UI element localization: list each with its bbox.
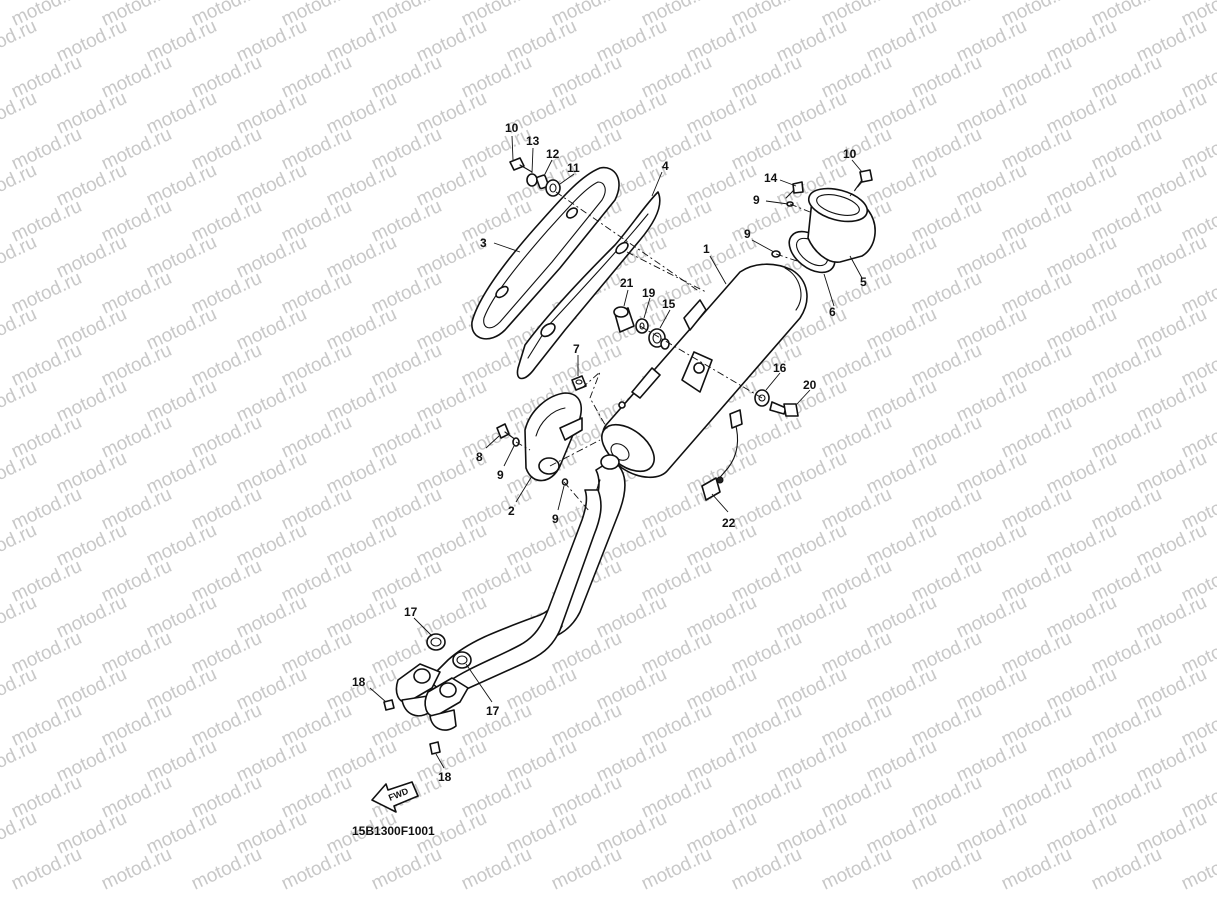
- diagram-code: 15B1300F1001: [352, 824, 435, 838]
- watermark-text: motod.ru: [0, 808, 40, 859]
- watermark-text: motod.ru: [0, 160, 40, 211]
- leader-lines: [369, 135, 863, 769]
- watermark-text: motod.ru: [0, 448, 40, 499]
- washer-9-lower: [561, 478, 569, 486]
- callout-9d: 9: [552, 512, 559, 526]
- watermark-text: motod.ru: [1178, 844, 1217, 895]
- callout-11: 11: [567, 161, 580, 175]
- fwd-arrow: FWD: [371, 781, 419, 813]
- sensor-22: [701, 409, 743, 501]
- callout-20: 20: [803, 378, 817, 392]
- watermark-text: motod.ru: [0, 304, 40, 355]
- callout-18a: 18: [352, 675, 366, 689]
- collar-21: [613, 306, 635, 333]
- bolt-10-upper-right: [854, 169, 873, 191]
- callout-8: 8: [476, 450, 483, 464]
- callout-12: 12: [546, 147, 560, 161]
- watermark-text: motod.ru: [728, 844, 805, 895]
- callout-17a: 17: [404, 605, 418, 619]
- watermark-text: motod.ru: [1088, 844, 1165, 895]
- nut-7: [571, 375, 587, 391]
- watermark-text: motod.ru: [458, 844, 535, 895]
- callout-22: 22: [722, 516, 736, 530]
- callout-4: 4: [662, 159, 669, 173]
- watermark-text: motod.ru: [0, 16, 40, 67]
- watermark-text: motod.ru: [0, 664, 40, 715]
- assembly-lines: [515, 181, 863, 513]
- callout-5: 5: [860, 275, 867, 289]
- gasket-17-left: [426, 633, 446, 651]
- collar-12: [535, 174, 549, 190]
- watermark-text: motod.ru: [98, 844, 175, 895]
- bolt-10-upper-left: [509, 157, 533, 173]
- part-5-tail-cap: [807, 187, 876, 263]
- watermark-text: motod.ru: [548, 844, 625, 895]
- bolt-20: [769, 401, 799, 417]
- parts-artwork: FWD: [371, 157, 876, 813]
- callout-9b: 9: [744, 227, 751, 241]
- callout-labels: 10 13 12 11 4 3 1 10 14 9 9 5 6 21 19 15…: [352, 121, 867, 784]
- callout-9c: 9: [497, 468, 504, 482]
- watermark-text: motod.ru: [818, 844, 895, 895]
- watermark-text: motod.ru: [0, 592, 40, 643]
- callout-18b: 18: [438, 770, 452, 784]
- watermark-text: motod.ru: [0, 232, 40, 283]
- flange-right: [424, 677, 469, 731]
- watermark-text: motod.ru: [278, 844, 355, 895]
- watermark-text: motod.ru: [0, 88, 40, 139]
- callout-6: 6: [829, 305, 836, 319]
- watermark-text: motod.ru: [638, 844, 715, 895]
- callout-9a: 9: [753, 193, 760, 207]
- watermark-text: motod.ru: [0, 376, 40, 427]
- callout-10a: 10: [505, 121, 519, 135]
- watermark-text: motod.ru: [908, 844, 985, 895]
- callout-21: 21: [620, 276, 634, 290]
- callout-1: 1: [703, 242, 710, 256]
- washer-13: [526, 173, 538, 187]
- gasket-17-right: [452, 651, 472, 669]
- washer-19: [635, 318, 649, 334]
- watermark-text: motod.ru: [8, 844, 85, 895]
- damper-15: [648, 328, 670, 350]
- callout-13: 13: [526, 134, 540, 148]
- watermark-text: motod.ru: [188, 844, 265, 895]
- callout-15: 15: [662, 297, 676, 311]
- callout-2: 2: [508, 504, 515, 518]
- watermark-text: motod.ru: [0, 736, 40, 787]
- callout-14: 14: [764, 171, 778, 185]
- watermark-text: motod.ru: [0, 520, 40, 571]
- callout-7: 7: [573, 342, 580, 356]
- callout-10b: 10: [843, 147, 857, 161]
- watermark-text: motod.ru: [998, 844, 1075, 895]
- part-2-protector: [524, 392, 583, 482]
- callout-17b: 17: [486, 704, 500, 718]
- callout-19: 19: [642, 286, 656, 300]
- nut-18-left: [383, 699, 395, 711]
- callout-3: 3: [480, 236, 487, 250]
- bolt-14: [785, 181, 804, 199]
- watermark-text: motod.ru: [368, 844, 445, 895]
- nut-18-lower: [429, 741, 441, 755]
- callout-16: 16: [773, 361, 787, 375]
